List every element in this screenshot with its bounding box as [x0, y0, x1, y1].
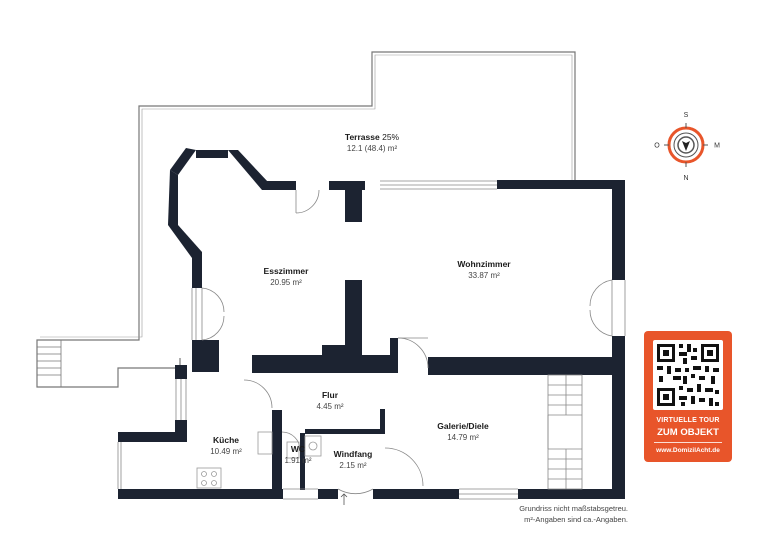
room-name: Wohnzimmer: [457, 259, 511, 269]
room-galerie-diele: Galerie/Diele 14.79 m²: [437, 421, 489, 442]
walls: [118, 148, 625, 499]
room-name: Windfang: [333, 449, 373, 459]
room-area: 10.49 m²: [210, 447, 242, 456]
windows: [117, 180, 626, 500]
compass-south: S: [684, 112, 689, 119]
room-area: 12.1 (48.4) m²: [346, 144, 398, 153]
room-area: 2.15 m²: [339, 461, 367, 470]
badge-divider: [654, 442, 722, 443]
room-area: 20.95 m²: [270, 278, 302, 287]
room-area: 33.87 m²: [468, 271, 500, 280]
disclaimer-line2: m²-Angaben sind ca.-Angaben.: [524, 515, 628, 524]
room-flur: Flur 4.45 m²: [316, 390, 343, 411]
room-name: WC: [290, 444, 306, 454]
room-area: 1.91 m²: [284, 456, 312, 465]
terrace-steps: [36, 339, 62, 388]
compass-north: N: [683, 175, 688, 182]
badge-title-line2: ZUM OBJEKT: [657, 427, 719, 438]
room-name: Küche: [213, 435, 239, 445]
room-area: 4.45 m²: [316, 402, 344, 411]
room-windfang: Windfang 2.15 m²: [334, 449, 373, 470]
compass: S N O M: [654, 112, 720, 182]
virtual-tour-badge[interactable]: VIRTUELLE TOUR ZUM OBJEKT www.DomizilAch…: [644, 331, 732, 462]
compass-east: M: [714, 143, 720, 150]
compass-west: O: [654, 143, 660, 150]
room-name: Galerie/Diele: [437, 421, 489, 431]
room-esszimmer: Esszimmer 20.95 m²: [264, 266, 309, 287]
kitchen-counter: [196, 431, 322, 489]
badge-title-line1: VIRTUELLE TOUR: [656, 417, 720, 424]
terrace-share: 25%: [382, 132, 400, 142]
room-area: 14.79 m²: [447, 433, 479, 442]
terrace-inner-outline: [40, 54, 573, 338]
disclaimer-line1: Grundriss nicht maßstabsgetreu.: [519, 504, 628, 513]
room-name: Terrasse: [344, 132, 380, 142]
doors: [201, 189, 613, 495]
room-name: Flur: [321, 390, 339, 400]
room-name: Esszimmer: [263, 266, 309, 276]
entrance-arrow: [340, 493, 348, 505]
qr-code-icon: [657, 344, 719, 406]
staircase: [547, 374, 583, 490]
disclaimer: Grundriss nicht maßstabsgetreu. m²-Angab…: [519, 503, 628, 525]
room-terrasse: Terrasse 25% 12.1 (48.4) m²: [345, 132, 399, 153]
terrace-outline: [36, 51, 576, 388]
room-wc: WC 1.91 m²: [284, 444, 311, 465]
room-wohnzimmer: Wohnzimmer 33.87 m²: [457, 259, 510, 280]
room-kueche: Küche 10.49 m²: [210, 435, 242, 456]
qr-code[interactable]: [653, 340, 723, 410]
badge-url[interactable]: www.DomizilAcht.de: [656, 447, 720, 454]
